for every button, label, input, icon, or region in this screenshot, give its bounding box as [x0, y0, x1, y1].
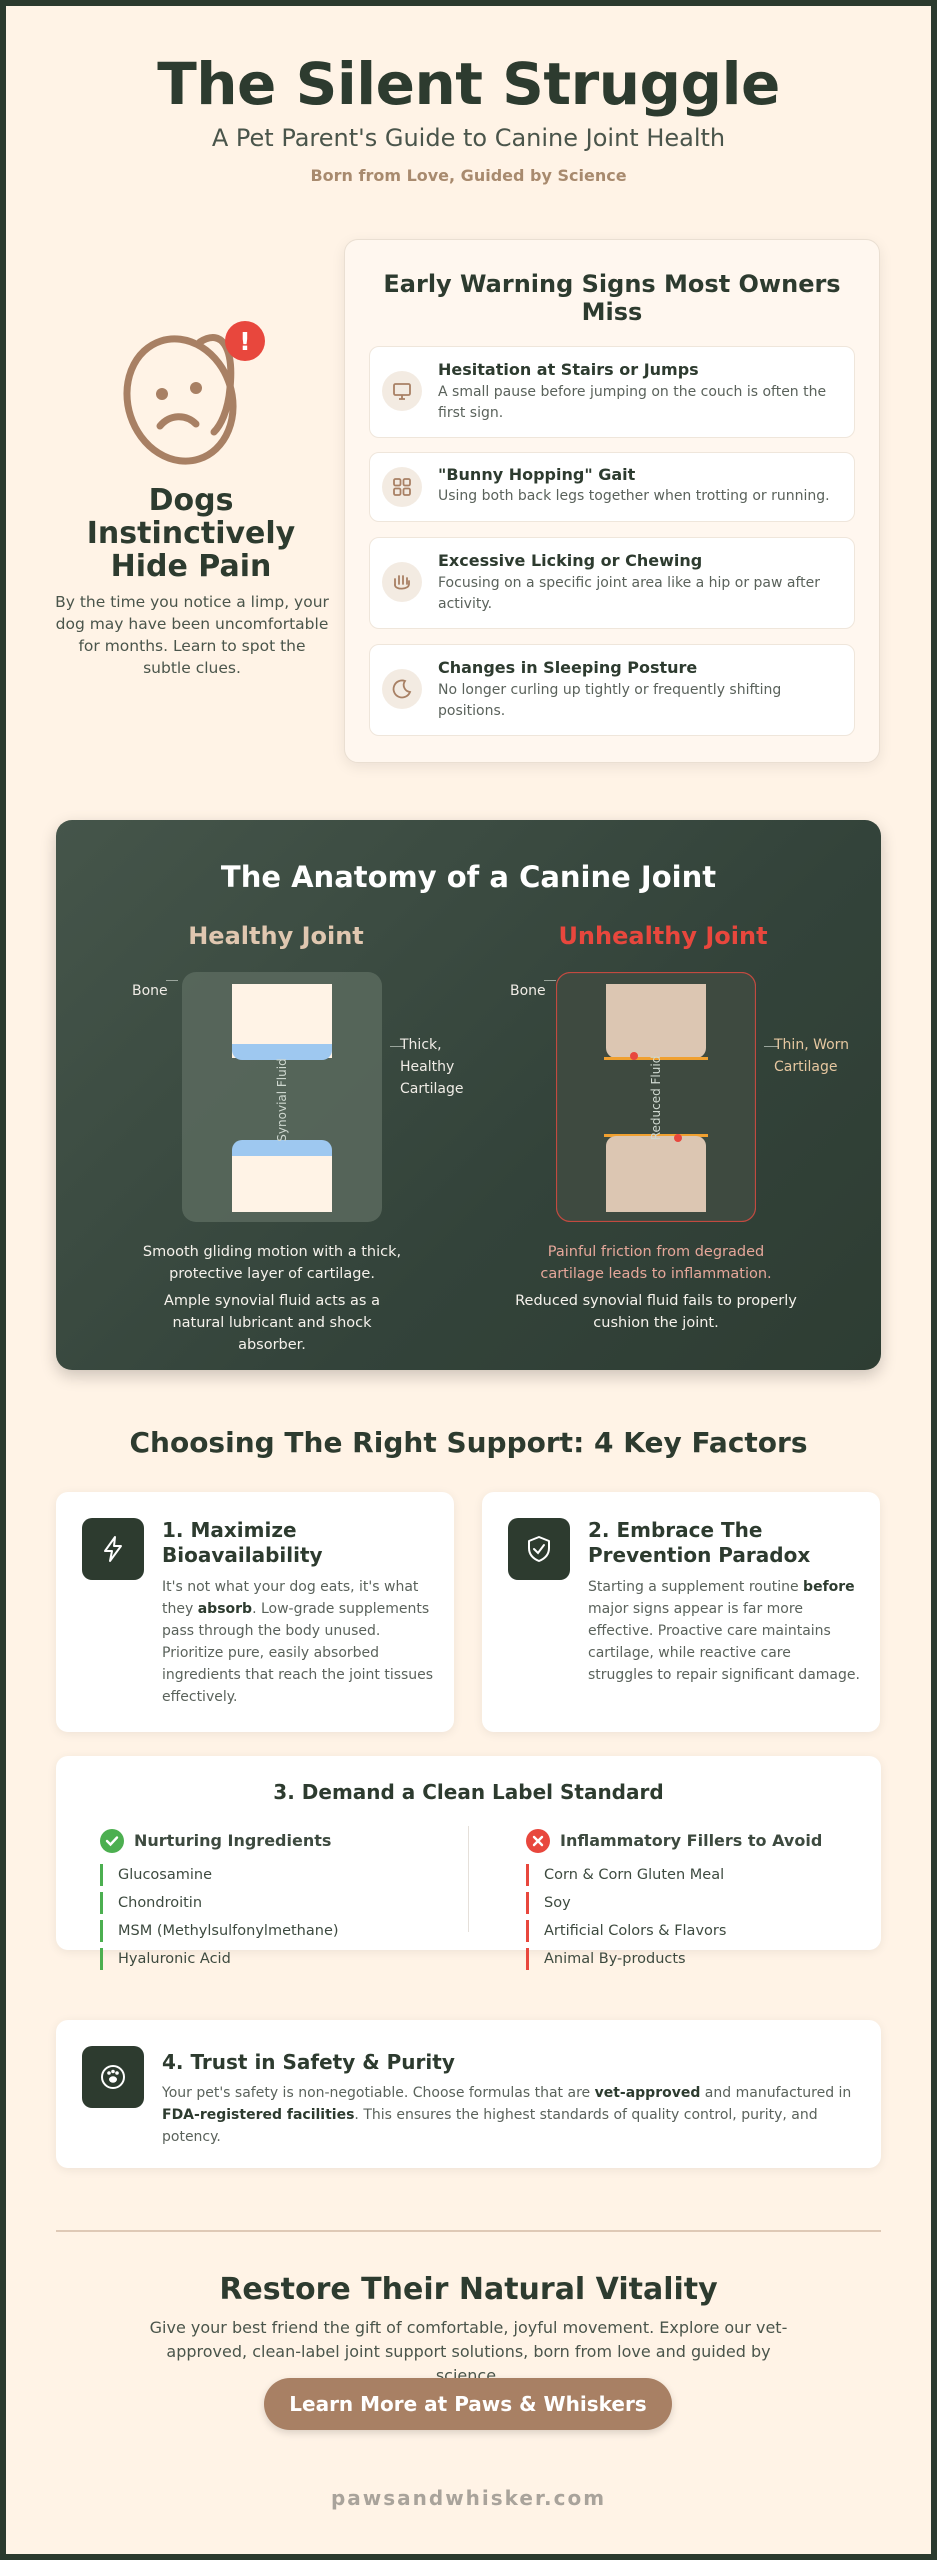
page-title: The Silent Struggle	[157, 50, 780, 118]
factor-title: 1. Maximize Bioavailability	[162, 1518, 323, 1567]
list-item: Chondroitin	[100, 1892, 202, 1914]
svg-text:Synovial Fluid: Synovial Fluid	[275, 1058, 289, 1141]
hand-icon	[382, 562, 422, 602]
healthy-bone-label: Bone	[132, 983, 168, 999]
sign-text: No longer curling up tightly or frequent…	[438, 682, 782, 719]
healthy-cartilage-label: Thick, Healthy Cartilage	[400, 1037, 464, 1097]
unhealthy-caption-1: Painful friction from degraded cartilage…	[540, 1244, 772, 1282]
factor-text: Your pet's safety is non-negotiable. Cho…	[162, 2085, 852, 2145]
website-link[interactable]: pawsandwhisker.com	[330, 2486, 607, 2510]
moon-icon	[382, 669, 422, 709]
anatomy-title: The Anatomy of a Canine Joint	[220, 860, 717, 894]
list-item: Soy	[526, 1892, 571, 1914]
healthy-caption-2: Ample synovial fluid acts as a natural l…	[164, 1293, 380, 1353]
sad-dog-face-icon: !	[104, 308, 284, 478]
paw-badge-icon	[82, 2046, 144, 2108]
list-item: MSM (Methylsulfonylmethane)	[100, 1920, 339, 1942]
restore-text: Give your best friend the gift of comfor…	[149, 2318, 788, 2385]
factor-title: 4. Trust in Safety & Purity	[162, 2050, 455, 2074]
sign-text: Focusing on a specific joint area like a…	[438, 575, 821, 612]
sign-text: A small pause before jumping on the couc…	[438, 384, 827, 421]
healthy-caption-1: Smooth gliding motion with a thick, prot…	[142, 1244, 402, 1282]
unhealthy-cartilage-label: Thin, Worn Cartilage	[774, 1037, 850, 1075]
factor-text: Starting a supplement routine before maj…	[588, 1579, 860, 1683]
svg-text:Reduced Fluid: Reduced Fluid	[649, 1056, 663, 1141]
warning-sign-item: "Bunny Hopping" Gait Using both back leg…	[369, 452, 855, 522]
list-item: Artificial Colors & Flavors	[526, 1920, 726, 1942]
learn-more-button[interactable]: Learn More at Paws & Whiskers	[264, 2378, 672, 2430]
sign-title: Changes in Sleeping Posture	[438, 658, 698, 677]
healthy-joint-diagram: Synovial Fluid	[182, 972, 382, 1222]
unhealthy-joint-heading: Unhealthy Joint	[558, 922, 768, 950]
sign-title: "Bunny Hopping" Gait	[438, 465, 636, 484]
factor-title: 3. Demand a Clean Label Standard	[273, 1780, 664, 1804]
infographic-page: The Silent Struggle A Pet Parent's Guide…	[6, 6, 931, 2554]
factor-card-prevention: 2. Embrace The Prevention Paradox Starti…	[482, 1492, 880, 1732]
leader-line	[544, 980, 556, 981]
unhealthy-bone-label: Bone	[510, 983, 546, 999]
hide-pain-title: Dogs Instinctively Hide Pain	[86, 483, 296, 584]
shield-check-icon	[508, 1518, 570, 1580]
factors-title: Choosing The Right Support: 4 Key Factor…	[129, 1426, 808, 1459]
healthy-joint-heading: Healthy Joint	[188, 922, 364, 950]
factor-title: 2. Embrace The Prevention Paradox	[588, 1518, 811, 1567]
lightning-icon	[82, 1518, 144, 1580]
factor-card-clean-label: 3. Demand a Clean Label Standard Nurturi…	[56, 1756, 881, 1970]
factor-card-bioavailability: 1. Maximize Bioavailability It's not wha…	[56, 1492, 454, 1732]
sign-title: Excessive Licking or Chewing	[438, 551, 703, 570]
hide-pain-text: By the time you notice a limp, your dog …	[55, 593, 329, 677]
warning-sign-item: Changes in Sleeping Posture No longer cu…	[369, 644, 855, 736]
column-divider	[468, 1826, 469, 1932]
stairs-icon	[382, 371, 422, 411]
unhealthy-joint-diagram: Reduced Fluid	[555, 971, 757, 1223]
svg-text:!: !	[239, 327, 250, 356]
factor-card-safety: 4. Trust in Safety & Purity Your pet's s…	[56, 2020, 881, 2168]
x-circle-icon	[526, 1829, 550, 1857]
leader-line	[764, 1046, 778, 1047]
alert-badge	[225, 321, 265, 361]
page-tagline: Born from Love, Guided by Science	[310, 166, 627, 185]
list-item: Glucosamine	[100, 1864, 212, 1886]
factor-text: It's not what your dog eats, it's what t…	[162, 1579, 434, 1705]
warning-signs-card: Early Warning Signs Most Owners Miss Hes…	[344, 239, 880, 763]
warning-signs-title: Early Warning Signs Most Owners Miss	[383, 270, 841, 326]
warning-sign-item: Hesitation at Stairs or Jumps A small pa…	[369, 346, 855, 438]
bad-fillers-heading: Inflammatory Fillers to Avoid	[560, 1831, 823, 1850]
good-ingredients-heading: Nurturing Ingredients	[134, 1831, 332, 1850]
warning-sign-item: Excessive Licking or Chewing Focusing on…	[369, 537, 855, 629]
list-item: Hyaluronic Acid	[100, 1948, 231, 1970]
restore-title: Restore Their Natural Vitality	[219, 2272, 718, 2307]
check-circle-icon	[100, 1829, 124, 1857]
leader-line	[166, 980, 178, 981]
page-subtitle: A Pet Parent's Guide to Canine Joint Hea…	[211, 124, 726, 152]
sign-title: Hesitation at Stairs or Jumps	[438, 360, 699, 379]
leader-line	[390, 1046, 404, 1047]
list-item: Corn & Corn Gluten Meal	[526, 1864, 724, 1886]
sign-text: Using both back legs together when trott…	[438, 488, 830, 504]
paws-icon	[382, 467, 422, 507]
list-item: Animal By-products	[526, 1948, 686, 1970]
section-divider	[56, 2230, 881, 2232]
anatomy-panel: The Anatomy of a Canine Joint Healthy Jo…	[56, 820, 881, 1370]
unhealthy-caption-2: Reduced synovial fluid fails to properly…	[515, 1293, 797, 1331]
